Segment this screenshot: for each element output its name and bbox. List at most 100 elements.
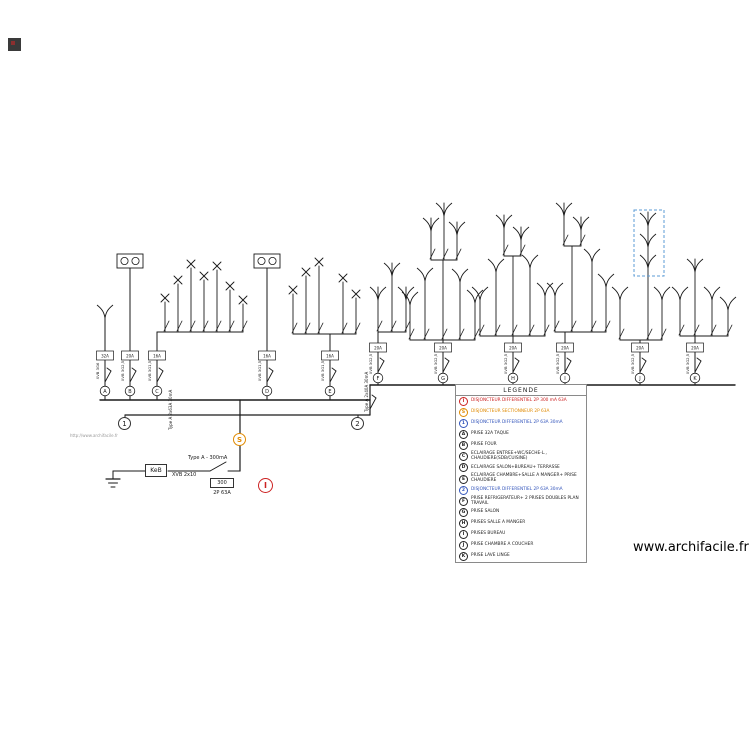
svg-text:XVB 3G2,5: XVB 3G2,5: [630, 353, 635, 374]
diff-type-label: Type A - 300mA: [188, 455, 228, 461]
legend-symbol-icon: 1: [459, 419, 468, 428]
svg-text:XVB 3G2,5: XVB 3G2,5: [503, 353, 508, 374]
meter-box: 300: [210, 478, 234, 488]
svg-text:16A: 16A: [326, 354, 334, 359]
page-marker-icon: [8, 38, 21, 51]
svg-text:G: G: [441, 376, 445, 382]
svg-text:XVB 3G2,5: XVB 3G2,5: [555, 353, 560, 374]
group1-diff-label: Type A 2x63A 30mA: [168, 389, 173, 430]
legend-symbol-icon: F: [459, 497, 468, 507]
legend-row-text: DISJONCTEUR DIFFERENTIEL 2P 63A 30mA: [471, 420, 563, 426]
legend-symbol-icon: B: [459, 441, 468, 450]
legend-row-text: PRISE LAVE LINGE: [471, 553, 510, 559]
svg-text:J: J: [638, 376, 640, 382]
svg-text:H: H: [511, 376, 515, 382]
svg-text:XVB 3G2,5: XVB 3G2,5: [120, 360, 125, 381]
svg-text:XVB 3G6: XVB 3G6: [95, 362, 100, 379]
svg-text:XVB 3G1,5: XVB 3G1,5: [147, 360, 152, 381]
wiring: [99, 384, 736, 488]
legend-row-text: PRISE SALON: [471, 509, 500, 515]
plan-url-text: http://www.archifacile.fr: [70, 433, 118, 438]
svg-text:20A: 20A: [561, 346, 569, 351]
legend-row-text: PRISE REFRIGERATEUR+ 2 PRISES DOUBLES PL…: [471, 495, 579, 506]
sectionneur-badge: S: [233, 433, 246, 446]
legend-symbol-icon: J: [459, 541, 468, 551]
group2-badge: 2: [351, 417, 364, 430]
legend-symbol-icon: S: [459, 408, 468, 417]
legend-row-text: ECLAIRAGE CHAMBRE+SALLE A MANGER+ PRISE …: [471, 473, 577, 484]
svg-text:XVB 3G2,5: XVB 3G2,5: [368, 353, 373, 374]
svg-text:XVB 3G1,5: XVB 3G1,5: [320, 360, 325, 381]
svg-text:20A: 20A: [691, 346, 699, 351]
watermark-text: www.archifacile.fr: [633, 540, 749, 555]
svg-text:XVB 3G2,5: XVB 3G2,5: [685, 353, 690, 374]
legend-row-text: ECLAIRAGE ENTREE+WC/SECHE-L., CHAUDIERE(…: [471, 451, 547, 461]
legend-symbol-icon: D: [459, 463, 468, 473]
legend-row-text: PRISE CHAMBRE A COUCHER: [471, 542, 534, 548]
legend-row-text: DISJONCTEUR SECTIONNEUR 2P 63A: [471, 409, 550, 415]
legend-symbol-icon: K: [459, 552, 468, 562]
svg-text:32A: 32A: [101, 354, 109, 359]
legend-row-text: ECLAIRAGE SALON+BUREAU+ TERRASSE: [471, 464, 560, 470]
svg-text:16A: 16A: [263, 354, 271, 359]
svg-text:E: E: [328, 389, 331, 395]
legend-symbol-icon: H: [459, 519, 468, 529]
legend-symbol-icon: G: [459, 508, 468, 518]
legend-symbol-icon: A: [459, 430, 468, 439]
svg-text:20A: 20A: [636, 346, 644, 351]
legend-symbol-icon: I: [459, 530, 468, 540]
svg-text:20A: 20A: [374, 346, 382, 351]
legend-title: LEGENDE: [456, 385, 586, 396]
legend-row-text: PRISES SALLE A MANGER: [471, 520, 526, 526]
svg-text:20A: 20A: [509, 346, 517, 351]
main-differential-badge: I: [258, 478, 273, 493]
group1-badge: 1: [118, 417, 131, 430]
legend-symbol-icon: E: [459, 474, 468, 484]
keb-box: KeB: [145, 464, 167, 477]
legend-row-text: PRISES BUREAU: [471, 531, 506, 537]
main-breaker-label: 2P 63A: [213, 490, 231, 496]
svg-text:20A: 20A: [126, 354, 134, 359]
svg-text:D: D: [265, 389, 269, 395]
legend-row-text: PRISE 32A TAQUE: [471, 431, 509, 437]
svg-text:C: C: [155, 389, 159, 395]
legend-symbol-icon: I: [459, 397, 468, 406]
incoming-cable-label: XVB 2x10: [172, 472, 197, 478]
highlight-dashed-box: [633, 209, 665, 277]
svg-text:K: K: [693, 376, 697, 382]
svg-text:I: I: [564, 376, 565, 382]
group2-diff-label: Type A 2x40A 30mA: [364, 371, 369, 412]
svg-text:16A: 16A: [153, 354, 161, 359]
svg-text:A: A: [103, 389, 107, 395]
svg-text:20A: 20A: [439, 346, 447, 351]
svg-text:F: F: [377, 376, 380, 382]
legend-row-text: PRISE FOUR: [471, 442, 497, 448]
legend-row-text: DISJONCTEUR DIFFERENTIEL 2P 63A 30mA: [471, 487, 563, 493]
svg-text:XVB 3G1,5: XVB 3G1,5: [257, 360, 262, 381]
